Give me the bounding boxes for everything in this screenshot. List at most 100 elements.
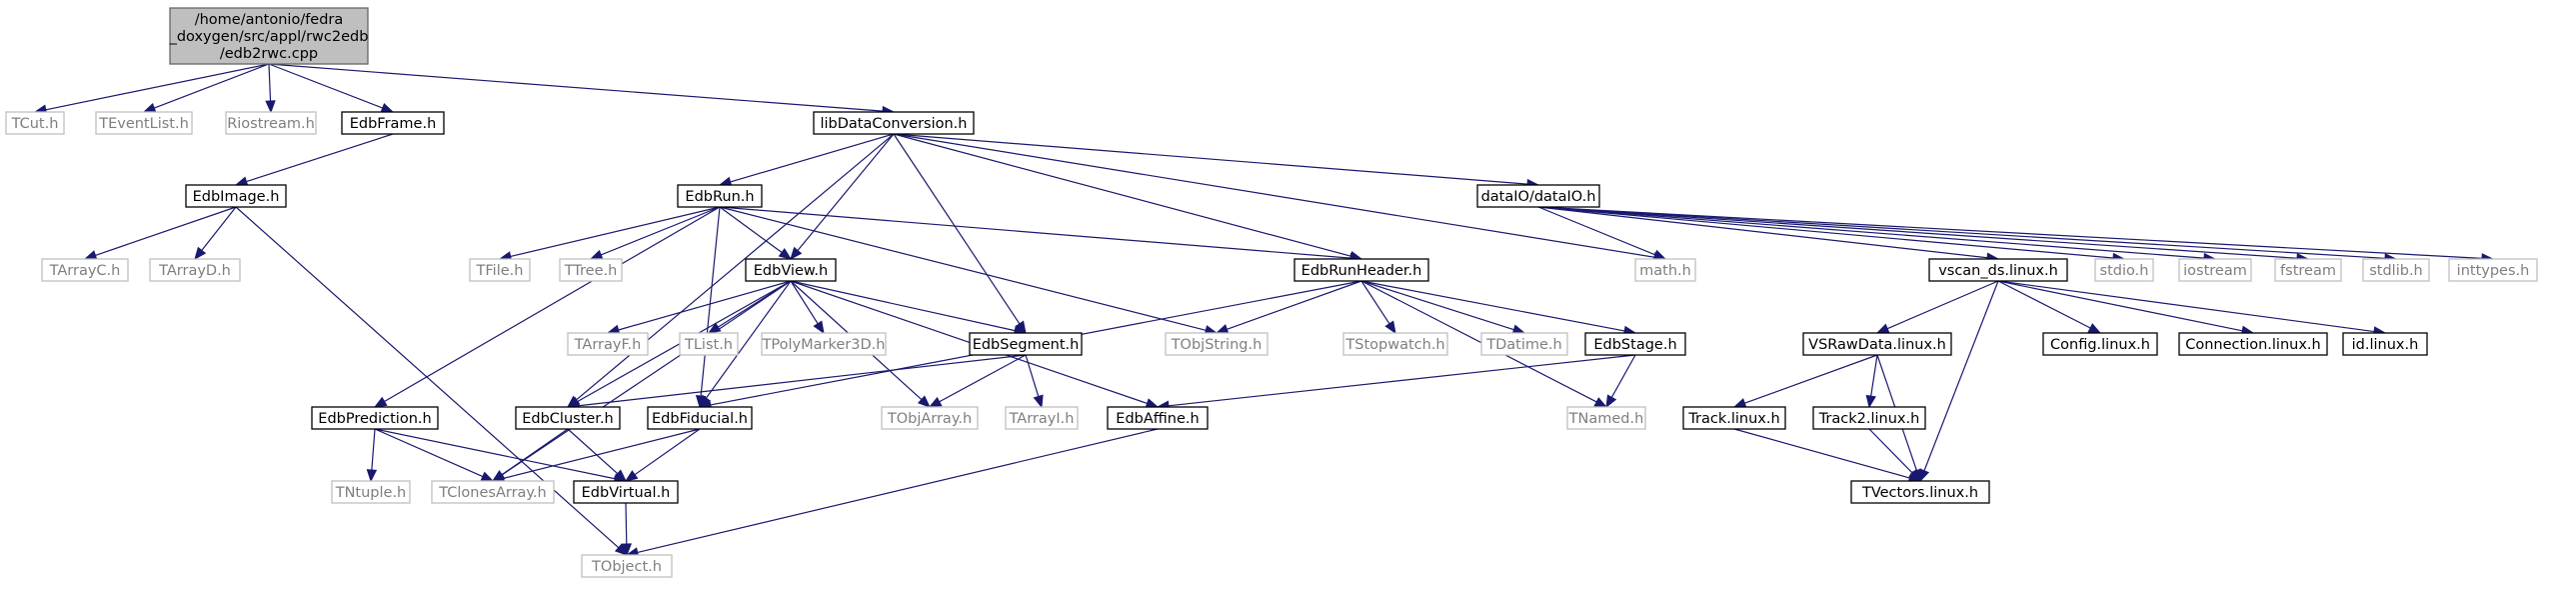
node-box [1812, 406, 1926, 430]
edge-root-to-libdataconversion [268, 63, 896, 117]
node-edbview-h[interactable]: EdbView.h [745, 258, 837, 282]
node-connection-linux-h[interactable]: Connection.linux.h [2178, 332, 2328, 356]
node-home-antonio-fedra-doxygen-src-appl-rwc2edb-edb2rwc-cpp[interactable]: /home/antonio/fedra_doxygen/src/appl/rwc… [169, 7, 369, 65]
edge-arrowhead [790, 246, 803, 261]
node-vscan-ds-linux-h[interactable]: vscan_ds.linux.h [1928, 258, 2068, 282]
node-id-linux-h[interactable]: id.linux.h [2342, 332, 2428, 356]
node-edbrunheader-h[interactable]: EdbRunHeader.h [1293, 258, 1429, 282]
edge-line [1360, 280, 1625, 332]
node-tvectors-linux-h[interactable]: TVectors.linux.h [1850, 480, 1990, 504]
edge-line [268, 63, 884, 112]
edge-line [1886, 280, 1999, 330]
edge-arrowhead [1732, 398, 1747, 408]
node-edbimage-h[interactable]: EdbImage.h [185, 184, 287, 208]
edge-edbstage-to-edbaffine [1156, 354, 1636, 411]
edge-edbsegment-to-tarrayi [1025, 354, 1044, 409]
node-box [969, 332, 1083, 356]
edge-line [1537, 206, 2205, 259]
edge-arrowhead [624, 470, 639, 482]
edge-arrowhead [366, 469, 378, 483]
node-label: /edb2rwc.cpp [220, 46, 318, 62]
node-label: TArrayC.h [49, 263, 121, 279]
node-box [2042, 332, 2158, 356]
edge-line [797, 133, 895, 251]
edge-line [705, 280, 792, 399]
edge-line [634, 428, 701, 476]
edge-line [268, 63, 383, 109]
node-edbfiducial-h[interactable]: EdbFiducial.h [647, 406, 753, 430]
edge-vsraw-to-track [1732, 354, 1878, 408]
edge-vscan-to-idlinux [1997, 280, 2387, 337]
node-tcut-h: TCut.h [5, 111, 65, 135]
node-edbcluster-h[interactable]: EdbCluster.h [515, 406, 621, 430]
node-label: TStopwatch.h [1344, 337, 1444, 353]
node-box [2094, 258, 2154, 282]
edge-arrowhead [813, 320, 825, 335]
edge-arrowhead [1384, 320, 1396, 335]
edge-line [1025, 354, 1040, 397]
node-box [2362, 258, 2430, 282]
edge-edbaffine-to-tobject [625, 428, 1159, 558]
node-label: TObject.h [591, 559, 662, 575]
node-track2-linux-h[interactable]: Track2.linux.h [1812, 406, 1926, 430]
edge-arrowhead [1865, 394, 1876, 409]
node-ttree-h: TTree.h [559, 258, 623, 282]
edge-arrowhead [194, 246, 207, 261]
edge-libdataconversion-to-dataio [893, 133, 1540, 190]
edge-line [1870, 354, 1878, 397]
edge-line [1360, 280, 1390, 325]
node-fstream: fstream [2274, 258, 2342, 282]
edge-arrowhead [613, 469, 627, 482]
node-box [469, 258, 531, 282]
node-edbprediction-h[interactable]: EdbPrediction.h [311, 406, 439, 430]
node-tpolymarker3d-h: TPolyMarker3D.h [761, 332, 887, 356]
node-label: iostream [2183, 263, 2247, 279]
edge-edbprediction-to-tclonesarray [374, 428, 495, 482]
edge-line [567, 428, 619, 475]
edge-edbrunheader-to-tstopwatch [1360, 280, 1396, 335]
node-tdatime-h: TDatime.h [1480, 332, 1568, 356]
node-label: EdbCluster.h [522, 411, 614, 427]
node-label: TDatime.h [1485, 337, 1561, 353]
edge-arrowhead [917, 395, 931, 408]
node-edbrun-h[interactable]: EdbRun.h [677, 184, 763, 208]
node-config-linux-h[interactable]: Config.linux.h [2042, 332, 2158, 356]
node-label: EdbRun.h [685, 189, 754, 205]
node-edbframe-h[interactable]: EdbFrame.h [341, 111, 445, 135]
edge-line [1868, 428, 1913, 474]
edge-line [1537, 206, 2114, 259]
node-label: Connection.linux.h [2185, 337, 2320, 353]
edge-line [730, 133, 895, 183]
edge-edbimage-to-tarrayd [194, 206, 237, 261]
edge-line [1227, 280, 1362, 330]
edge-line [235, 206, 620, 549]
node-label: TArrayF.h [574, 337, 642, 353]
node-stdlib-h: stdlib.h [2362, 258, 2430, 282]
edge-vscan-to-vsraw [1875, 280, 1999, 334]
node-box [1107, 406, 1209, 430]
edge-edbrun-to-tfile [498, 206, 721, 262]
edge-line [939, 354, 1027, 403]
edge-arrowhead [380, 102, 395, 113]
edge-line [625, 502, 628, 545]
edge-vscan-to-connection [1997, 280, 2255, 336]
node-label: TVectors.linux.h [1861, 485, 1978, 501]
node-label: EdbImage.h [193, 189, 280, 205]
edge-arrowhead [373, 396, 388, 408]
node-libdataconversion-h[interactable]: libDataConversion.h [813, 111, 975, 135]
edge-edbimage-to-tarrayc [83, 206, 237, 261]
node-dataio-dataio-h[interactable]: dataIO/dataIO.h [1476, 184, 1600, 208]
node-edbaffine-h[interactable]: EdbAffine.h [1107, 406, 1209, 430]
node-track-linux-h[interactable]: Track.linux.h [1682, 406, 1786, 430]
node-label: Config.linux.h [2050, 337, 2150, 353]
node-edbsegment-h[interactable]: EdbSegment.h [969, 332, 1083, 356]
edge-line [45, 63, 270, 111]
node-edbvirtual-h[interactable]: EdbVirtual.h [573, 480, 679, 504]
node-label: stdlib.h [2369, 263, 2423, 279]
node-box [1850, 480, 1990, 504]
node-edbstage-h[interactable]: EdbStage.h [1584, 332, 1686, 356]
edge-edbrunheader-to-tnamed [1360, 280, 1608, 408]
node-vsrawdata-linux-h[interactable]: VSRawData.linux.h [1802, 332, 1952, 356]
edge-line [1997, 280, 2091, 329]
